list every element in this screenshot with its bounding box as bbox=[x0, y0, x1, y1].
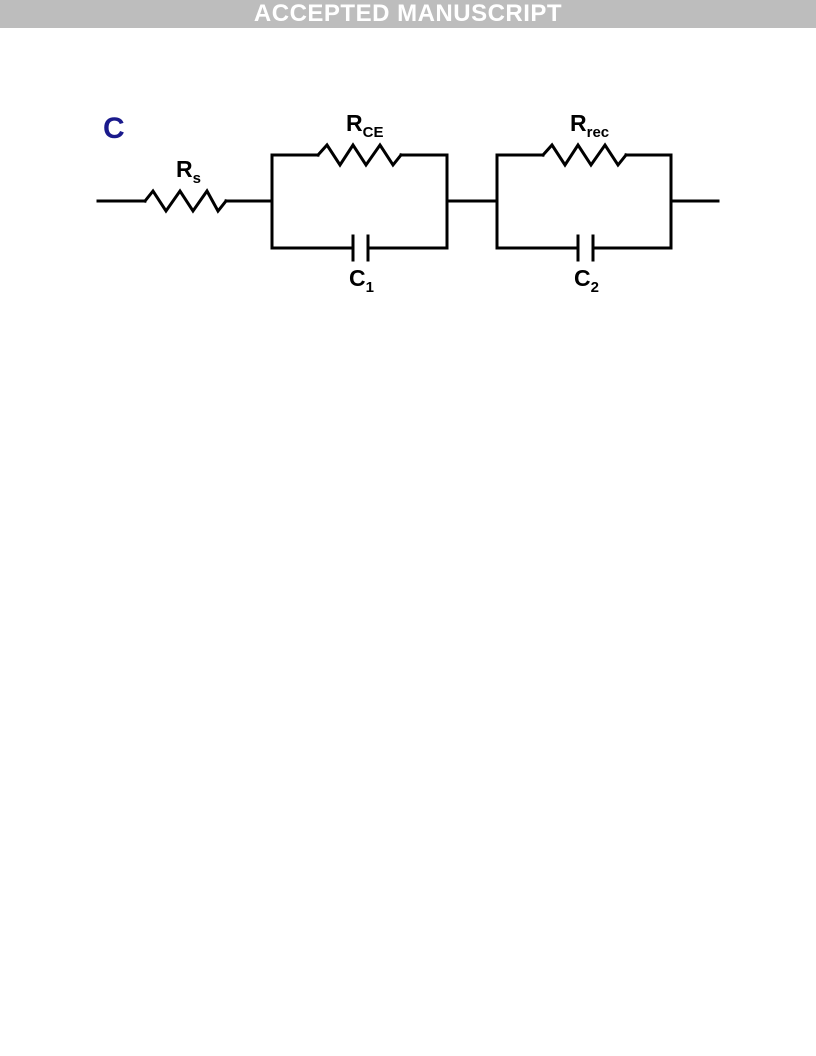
label-rs: Rs bbox=[176, 156, 201, 187]
resistor-rce bbox=[315, 142, 404, 168]
label-c2: C2 bbox=[574, 265, 599, 296]
label-c1: C1 bbox=[349, 265, 374, 296]
accepted-manuscript-banner: ACCEPTED MANUSCRIPT bbox=[0, 0, 816, 28]
capacitor-c1 bbox=[351, 234, 370, 262]
resistor-rrec bbox=[540, 142, 629, 168]
label-rrec: Rrec bbox=[570, 110, 609, 141]
panel-letter: C bbox=[103, 112, 125, 145]
label-rce: RCE bbox=[346, 110, 383, 141]
resistor-rs bbox=[142, 188, 229, 214]
capacitor-c2 bbox=[576, 234, 595, 262]
